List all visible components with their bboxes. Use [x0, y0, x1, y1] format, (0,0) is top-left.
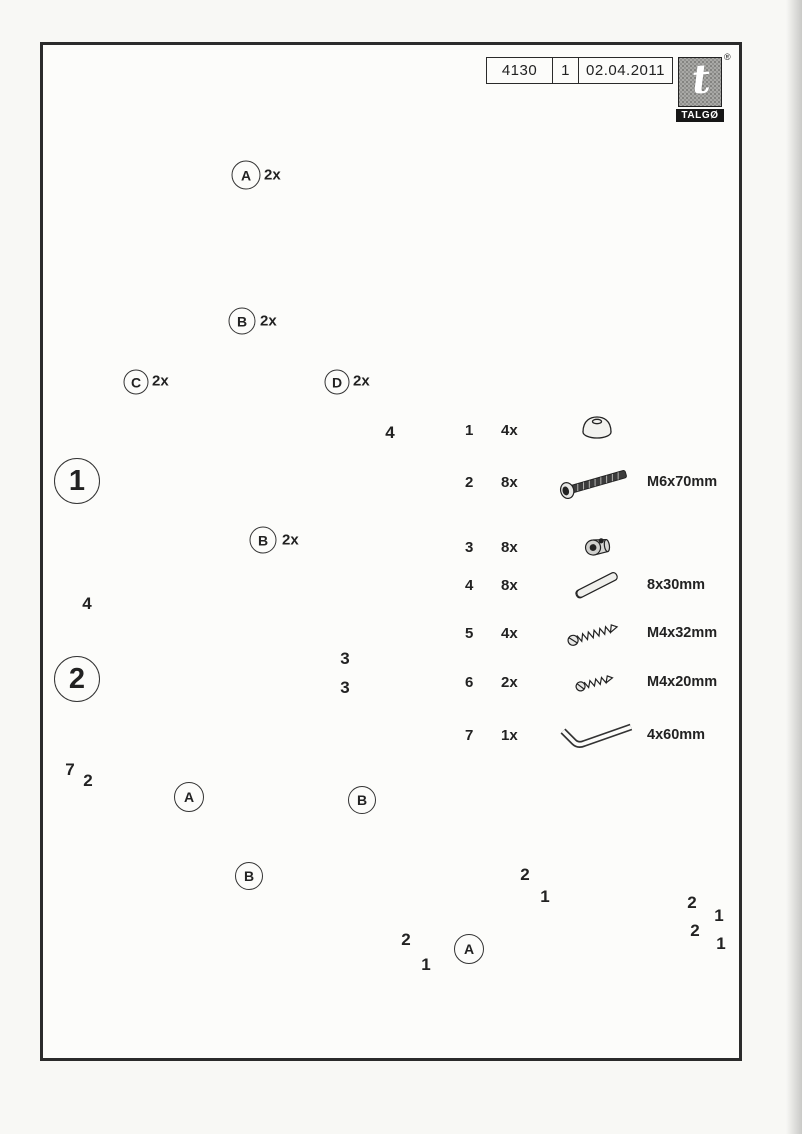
- part-label-c: C: [123, 369, 149, 395]
- scan-edge-shadow: [786, 0, 802, 1134]
- part-b-quantity: 2x: [260, 312, 277, 330]
- hardware-item-number: 1: [465, 421, 474, 439]
- step2-headboard-label: A: [174, 782, 204, 812]
- hardware-row: 5 4x M4x32mm: [449, 618, 738, 648]
- hardware-row: 2 8x M6x70mm: [449, 465, 738, 499]
- allen-key-callout: 7: [65, 760, 75, 779]
- bolt-callout: 2: [687, 893, 697, 912]
- bolt-callout: 2: [83, 771, 93, 790]
- hardware-item-number: 7: [465, 726, 474, 744]
- step1-part-b-label: B: [249, 526, 277, 554]
- hardware-item-size: M4x32mm: [647, 625, 718, 641]
- brand-logo-letter: t: [689, 54, 712, 104]
- step-2-number: 2: [54, 656, 100, 702]
- barrel-nut-callout: 3: [340, 678, 350, 697]
- bolt-callout: 2: [690, 921, 700, 940]
- hardware-item-qty: 4x: [501, 421, 518, 439]
- cap-nut-icon: [547, 413, 647, 447]
- title-block: 4130 1 02.04.2011: [486, 57, 673, 84]
- hardware-item-qty: 2x: [501, 673, 518, 691]
- hardware-item-size: 4x60mm: [647, 727, 706, 743]
- cap-callout: 1: [421, 955, 431, 974]
- step2-upper-rail-label: B: [348, 786, 376, 814]
- step-1-number: 1: [54, 458, 100, 504]
- barrel-nut-callout: 3: [340, 649, 350, 668]
- cap-callout: 1: [714, 906, 724, 925]
- step1-part-b-quantity: 2x: [282, 531, 299, 549]
- barrel-nut-icon: [547, 530, 647, 564]
- step2-footboard-label: A: [454, 934, 484, 964]
- bolt-callout: 2: [401, 930, 411, 949]
- bolt-callout: 2: [520, 865, 530, 884]
- revision-date: 02.04.2011: [586, 62, 665, 79]
- sheet-number: 1: [553, 58, 579, 83]
- cap-callout: 1: [540, 887, 550, 906]
- page-border-frame: [40, 42, 742, 1061]
- screw-icon: [547, 665, 647, 699]
- bolt-icon: [547, 465, 647, 499]
- screw-icon: [547, 616, 647, 650]
- hardware-item-number: 4: [465, 576, 474, 594]
- hardware-item-size: 8x30mm: [647, 577, 706, 593]
- hardware-item-size: M4x20mm: [647, 674, 718, 690]
- hardware-item-qty: 8x: [501, 473, 518, 491]
- part-a-quantity: 2x: [264, 166, 281, 184]
- step2-lower-rail-label: B: [235, 862, 263, 890]
- part-label-b: B: [228, 307, 256, 335]
- brand-logo: t: [678, 54, 722, 107]
- hardware-row: 4 8x 8x30mm: [449, 570, 738, 600]
- cap-callout: 1: [716, 934, 726, 953]
- hardware-row: 1 4x: [449, 415, 738, 445]
- part-label-a: A: [231, 160, 261, 190]
- part-c-quantity: 2x: [152, 372, 169, 390]
- part-label-d: D: [324, 369, 350, 395]
- hardware-item-qty: 8x: [501, 576, 518, 594]
- brand-name: TALGØ: [676, 109, 724, 122]
- step1-dowel-callout: 4: [385, 423, 395, 442]
- hardware-item-number: 6: [465, 673, 474, 691]
- part-d-quantity: 2x: [353, 372, 370, 390]
- model-number: 4130: [487, 58, 553, 83]
- dowel-icon: [547, 568, 647, 602]
- hardware-item-number: 5: [465, 624, 474, 642]
- hardware-item-qty: 1x: [501, 726, 518, 744]
- registered-trademark-symbol: ®: [724, 52, 731, 62]
- hardware-item-size: M6x70mm: [647, 474, 718, 490]
- hardware-item-number: 3: [465, 538, 474, 556]
- step1-dowel-callout: 4: [82, 594, 92, 613]
- hardware-row: 6 2x M4x20mm: [449, 667, 738, 697]
- allen-key-icon: [547, 718, 647, 752]
- hardware-item-qty: 4x: [501, 624, 518, 642]
- hardware-item-number: 2: [465, 473, 474, 491]
- hardware-row: 7 1x 4x60mm: [449, 720, 738, 750]
- hardware-row: 3 8x: [449, 532, 738, 562]
- hardware-item-qty: 8x: [501, 538, 518, 556]
